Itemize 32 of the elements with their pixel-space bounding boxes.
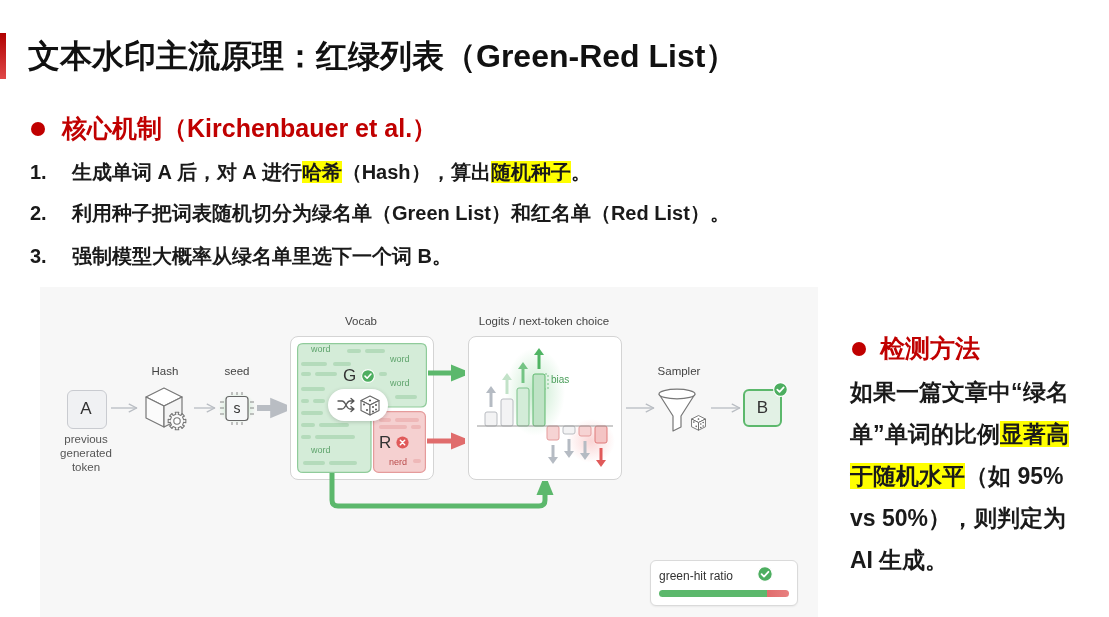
list-letter: G (343, 366, 357, 386)
list-item-text: 利用种子把词表随机切分为绿名单（Green List）和红名单（Red List）。 (72, 201, 730, 226)
list-number: 3. (30, 244, 47, 269)
arrow (193, 403, 216, 413)
token-letter: A (79, 398, 93, 420)
word-text: word (390, 378, 410, 389)
section-heading: 检测方法 (880, 333, 980, 364)
slide-title: 文本水印主流原理：红绿列表（Green-Red List） (28, 37, 738, 76)
node-label: seed (223, 364, 251, 378)
list-number: 2. (30, 201, 47, 226)
word-text: word (311, 344, 331, 355)
word-text: word (390, 354, 410, 365)
node-label: Sampler (656, 364, 702, 378)
card-label: green-hit ratio (659, 569, 734, 584)
caption-text: previous generated token (59, 432, 113, 474)
arrow (625, 403, 655, 413)
arrow (710, 403, 741, 413)
list-item-text: 强制模型大概率从绿名单里选下一个词 B。 (72, 244, 452, 269)
token-letter: B (755, 397, 770, 419)
list-letter: R (379, 433, 392, 453)
panel-title: Logits / next-token choice (477, 314, 611, 328)
word-text: word (311, 445, 331, 456)
body-paragraph: 如果一篇文章中“绿名单”单词的比例显著高于随机水平（如 95% vs 50%），则判定为 AI 生成。 (850, 378, 1070, 575)
arrow (110, 403, 138, 413)
panel-title: Vocab (344, 314, 378, 328)
section-heading: 核心机制（Kirchenbauer et al.） (62, 113, 438, 144)
ratio-card (650, 560, 798, 606)
list-number: 1. (30, 160, 47, 185)
bias-label: bias (551, 374, 570, 386)
chip-letter: s (232, 399, 242, 418)
node-label: Hash (150, 364, 180, 378)
word-text: nerd (389, 457, 407, 468)
